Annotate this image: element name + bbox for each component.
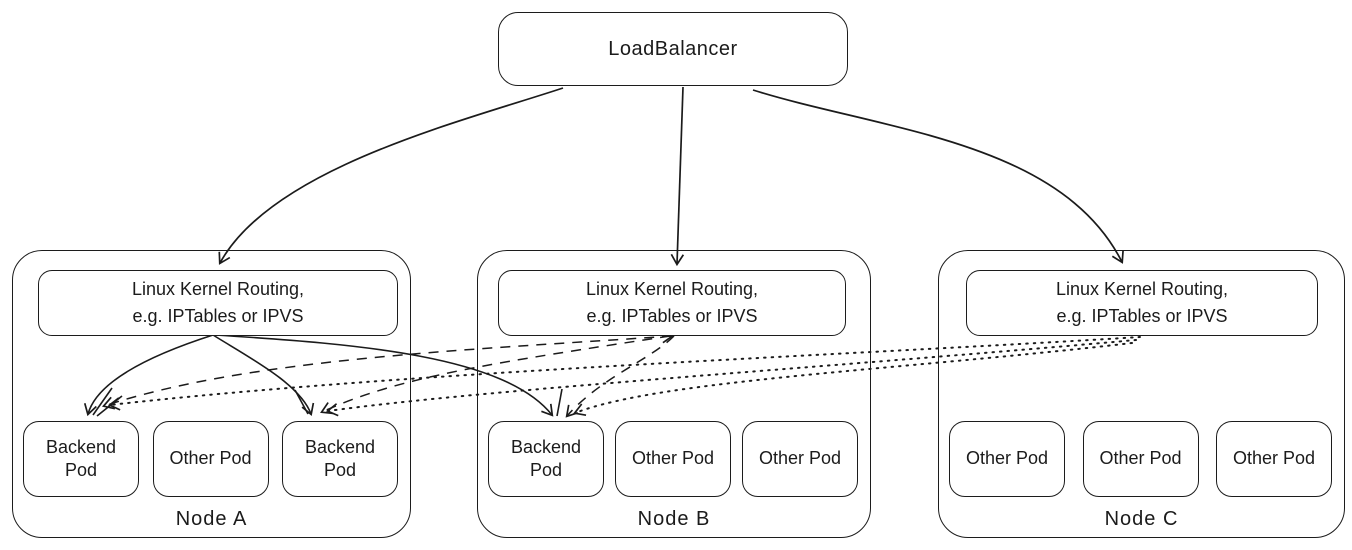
node-c-kernel-routing-box: Linux Kernel Routing, e.g. IPTables or I… xyxy=(966,270,1318,336)
node-a-kernel-routing-box: Linux Kernel Routing, e.g. IPTables or I… xyxy=(38,270,398,336)
pod-label: Other Pod xyxy=(1099,448,1182,469)
node-a-backend-pod-1: Backend Pod xyxy=(23,421,139,497)
node-a-backend-pod-2: Backend Pod xyxy=(282,421,398,497)
pod-label: Other Pod xyxy=(758,448,842,469)
node-b-other-pod-2: Other Pod xyxy=(742,421,858,497)
node-a-pods: Backend Pod Other Pod Backend Pod xyxy=(23,421,398,497)
kernel-routing-line2: e.g. IPTables or IPVS xyxy=(132,306,304,326)
node-b-backend-pod: Backend Pod xyxy=(488,421,604,497)
node-b-other-pod-1: Other Pod xyxy=(615,421,731,497)
node-a-label: Node A xyxy=(175,508,248,530)
arrow-lb-to-node-c-kernel xyxy=(752,89,1124,264)
pod-label: Other Pod xyxy=(631,448,715,469)
load-balancer-box: LoadBalancer xyxy=(498,12,848,86)
arrow-node-c-kernel-to-a-backend-pod-2 xyxy=(325,339,1137,417)
node-c-other-pod-1: Other Pod xyxy=(949,421,1065,497)
pod-label: Other Pod xyxy=(965,448,1049,469)
node-c-box: Linux Kernel Routing, e.g. IPTables or I… xyxy=(938,250,1345,538)
node-c-other-pod-3: Other Pod xyxy=(1216,421,1332,497)
arrow-node-b-kernel-to-a-backend-pod-1 xyxy=(101,329,675,410)
kernel-routing-line1: Linux Kernel Routing, xyxy=(585,279,759,299)
node-c-pods: Other Pod Other Pod Other Pod xyxy=(949,421,1332,497)
arrow-node-c-kernel-to-a-backend-pod-1 xyxy=(107,336,1141,411)
load-balancer-label: LoadBalancer xyxy=(608,37,738,60)
node-a-box: Linux Kernel Routing, e.g. IPTables or I… xyxy=(12,250,411,538)
kernel-routing-line1: Linux Kernel Routing, xyxy=(1055,279,1229,299)
arrow-node-c-kernel-to-b-backend-pod xyxy=(572,342,1133,417)
kernel-routing-line1: Linux Kernel Routing, xyxy=(131,279,305,299)
arrow-lb-to-node-b-kernel xyxy=(670,86,685,267)
node-c-label: Node C xyxy=(1104,508,1179,530)
kernel-routing-line2: e.g. IPTables or IPVS xyxy=(1056,306,1228,326)
node-b-kernel-routing-box: Linux Kernel Routing, e.g. IPTables or I… xyxy=(498,270,846,336)
pod-label: Backend Pod xyxy=(510,436,582,480)
node-c-other-pod-2: Other Pod xyxy=(1082,421,1199,497)
node-a-other-pod: Other Pod xyxy=(152,421,269,497)
pod-label: Backend Pod xyxy=(45,436,117,480)
pod-label: Other Pod xyxy=(1232,448,1316,469)
pod-label: Backend Pod xyxy=(304,436,376,480)
node-b-label: Node B xyxy=(637,508,711,530)
pod-label: Other Pod xyxy=(169,448,252,469)
node-b-pods: Backend Pod Other Pod Other Pod xyxy=(488,421,858,497)
node-b-box: Linux Kernel Routing, e.g. IPTables or I… xyxy=(477,250,871,538)
arrow-lb-to-node-a-kernel xyxy=(218,87,564,265)
kernel-routing-line2: e.g. IPTables or IPVS xyxy=(586,306,758,326)
